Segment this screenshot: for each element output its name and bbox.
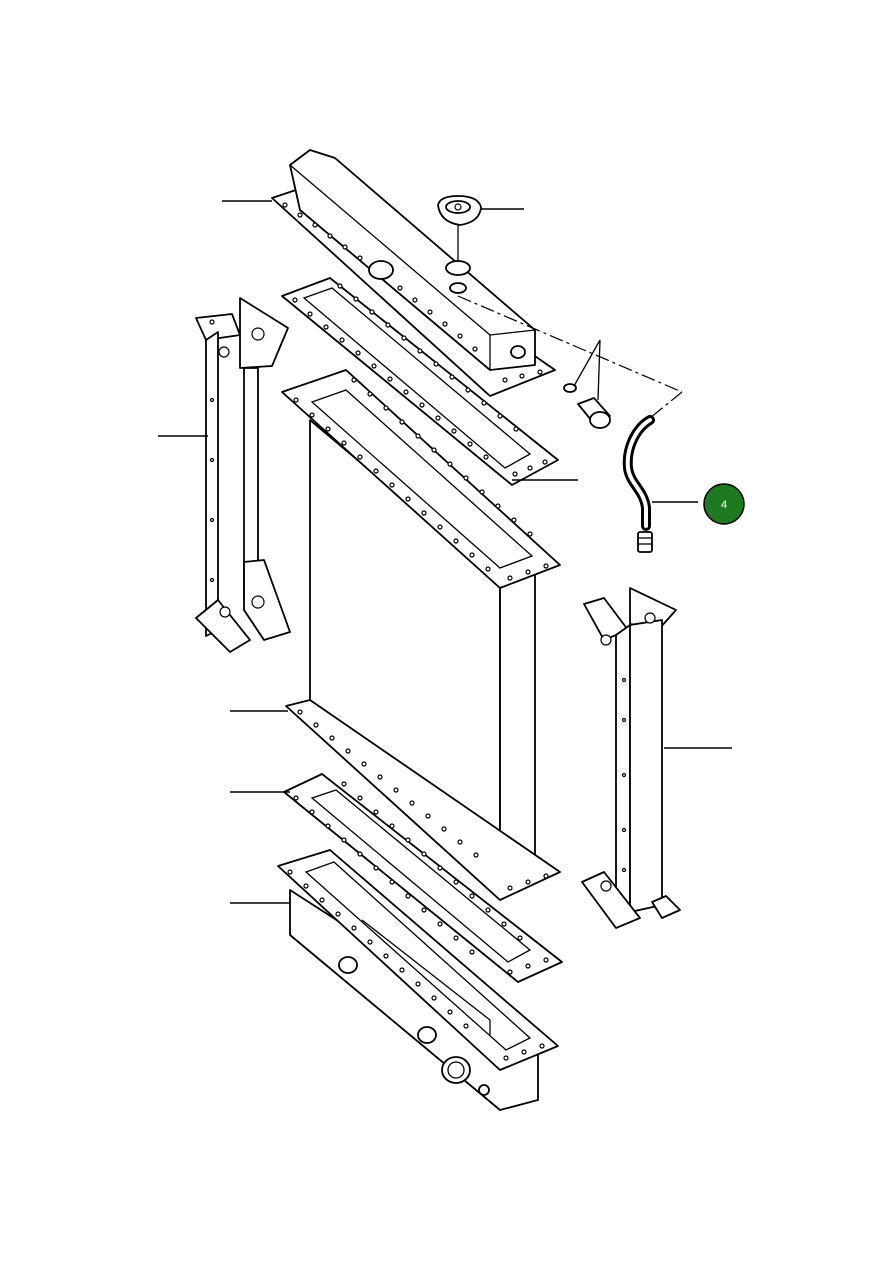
upper-gasket-holes xyxy=(292,283,548,477)
top-tank-holes xyxy=(282,202,543,383)
core-top-holes xyxy=(293,377,549,581)
right-side-bracket xyxy=(581,587,681,929)
assembly-centerlines xyxy=(457,225,683,419)
top-tank xyxy=(271,149,556,397)
callout-badge-4[interactable]: 4 xyxy=(703,483,745,525)
hose xyxy=(622,415,655,553)
core-bottom-holes xyxy=(297,709,549,891)
bottom-tank-holes xyxy=(287,869,545,1061)
lower-gasket-holes xyxy=(293,781,549,975)
radiator-cap xyxy=(437,195,482,226)
drain-fitting xyxy=(563,383,611,429)
leader-lines xyxy=(158,200,732,904)
radiator-core xyxy=(281,369,561,901)
lower-gasket xyxy=(283,773,563,983)
callout-label: 4 xyxy=(721,499,727,511)
bottom-tank xyxy=(277,849,559,1111)
callout-circle[interactable] xyxy=(703,483,745,525)
upper-gasket xyxy=(281,277,559,486)
left-side-bracket xyxy=(195,297,291,653)
